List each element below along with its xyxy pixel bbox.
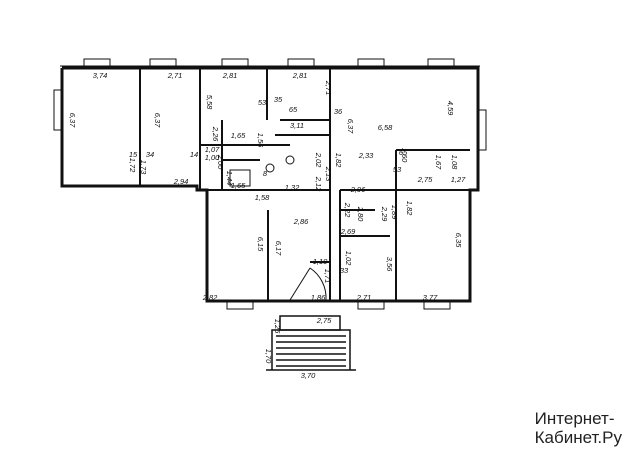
dimension-label: 2,00 xyxy=(216,154,225,170)
dimension-label: 15 xyxy=(129,150,138,159)
watermark-line-1: Интернет- xyxy=(534,409,615,428)
dimension-label: 1,00 xyxy=(205,153,220,162)
dimension-label: 2,75 xyxy=(417,175,433,184)
dimension-label: 1,82 xyxy=(405,201,414,216)
dimension-label: 3,74 xyxy=(93,71,108,80)
dimension-label: 3,70 xyxy=(301,371,316,380)
dimension-label: 1,71 xyxy=(323,269,332,284)
dimension-label: 1,25 xyxy=(273,319,282,334)
dimension-label: 2,26 xyxy=(211,126,220,142)
dimension-label: 1,72 xyxy=(128,158,137,173)
dimension-label: 34 xyxy=(146,150,154,159)
dimension-label: 2,71 xyxy=(167,71,183,80)
dimension-label: 1,60 xyxy=(400,148,409,163)
dimension-label: 6,58 xyxy=(378,123,393,132)
dimension-label: 2,82 xyxy=(202,293,218,302)
dimension-label: 3,11 xyxy=(290,121,304,130)
dimension-label: 6,37 xyxy=(68,113,77,128)
dimension-label: 2,13 xyxy=(324,166,333,182)
dimension-label: 1,44 xyxy=(225,171,234,186)
dimension-label: 1,58 xyxy=(255,193,270,202)
dimension-label: 2,12 xyxy=(314,176,323,192)
dimension-label: 1,67 xyxy=(434,155,443,170)
dimension-label: 6,17 xyxy=(274,241,283,256)
dimension-label: 4,59 xyxy=(446,101,455,116)
dimension-label: 1,73 xyxy=(139,160,148,175)
dimension-label: 6,37 xyxy=(153,113,162,128)
dimension-label: 6,35 xyxy=(454,233,463,248)
watermark-line-2: Кабинет.Ру xyxy=(534,428,622,447)
dimension-label: 6,37 xyxy=(346,119,355,134)
dimension-label: 2,71 xyxy=(324,80,333,96)
dimension-label: 2,33 xyxy=(358,151,374,160)
dimension-label: 14 xyxy=(190,150,198,159)
dimension-label: 1,56 xyxy=(256,133,265,148)
dimension-label: 2,71 xyxy=(356,293,372,302)
dimension-label: 5,58 xyxy=(205,95,214,110)
dimension-label: 1,07 xyxy=(205,145,220,154)
dimension-label: 35 xyxy=(274,95,283,104)
dimension-label: 1,02 xyxy=(344,251,353,266)
dimension-label: 2,75 xyxy=(316,316,332,325)
dimension-label: 65 xyxy=(399,148,408,157)
dimension-label: 1,32 xyxy=(285,183,300,192)
dimension-labels: 3,74 2,71 2,81 2,81 6,37 6,37 5,58 2,71 35 65 6,58… xyxy=(68,71,466,380)
dimension-label: 2,29 xyxy=(380,206,389,222)
dimension-label: 6,15 xyxy=(256,237,265,252)
walls xyxy=(53,58,487,371)
dimension-label: 8 xyxy=(263,169,268,178)
dimension-label: 2,94 xyxy=(173,177,189,186)
dimension-label: 2,69 xyxy=(340,227,356,236)
watermark: Интернет- Кабинет.Ру xyxy=(535,409,622,447)
dimension-label: 65 xyxy=(289,105,298,114)
dimension-label: 3,77 xyxy=(423,293,438,302)
dimension-label: 1,08 xyxy=(450,155,459,170)
dimension-label: 3,56 xyxy=(385,257,394,272)
dimension-label: 1,10 xyxy=(313,257,328,266)
dimension-label: 2,81 xyxy=(222,71,238,80)
dimension-label: 1,86 xyxy=(311,293,326,302)
dimension-label: 1,65 xyxy=(231,181,246,190)
dimension-label: 2,80 xyxy=(356,206,365,222)
dimension-label: 2,81 xyxy=(292,71,308,80)
dimension-label: 53 xyxy=(393,165,402,174)
dimension-label: 2,86 xyxy=(293,217,309,226)
dimension-label: 33 xyxy=(340,266,349,275)
dimension-label: 2,22 xyxy=(343,202,352,218)
dimension-label: 2,02 xyxy=(314,152,323,168)
dimension-label: 1,82 xyxy=(334,153,343,168)
dimension-label: 1,70 xyxy=(264,349,273,364)
dimension-label: 53 xyxy=(258,98,267,107)
dimension-label: 36 xyxy=(334,107,343,116)
dimension-label: 1,89 xyxy=(390,205,399,220)
dimension-label: 1,65 xyxy=(231,131,246,140)
dimension-label: 1,27 xyxy=(451,175,466,184)
dimension-label: 2,96 xyxy=(350,185,366,194)
